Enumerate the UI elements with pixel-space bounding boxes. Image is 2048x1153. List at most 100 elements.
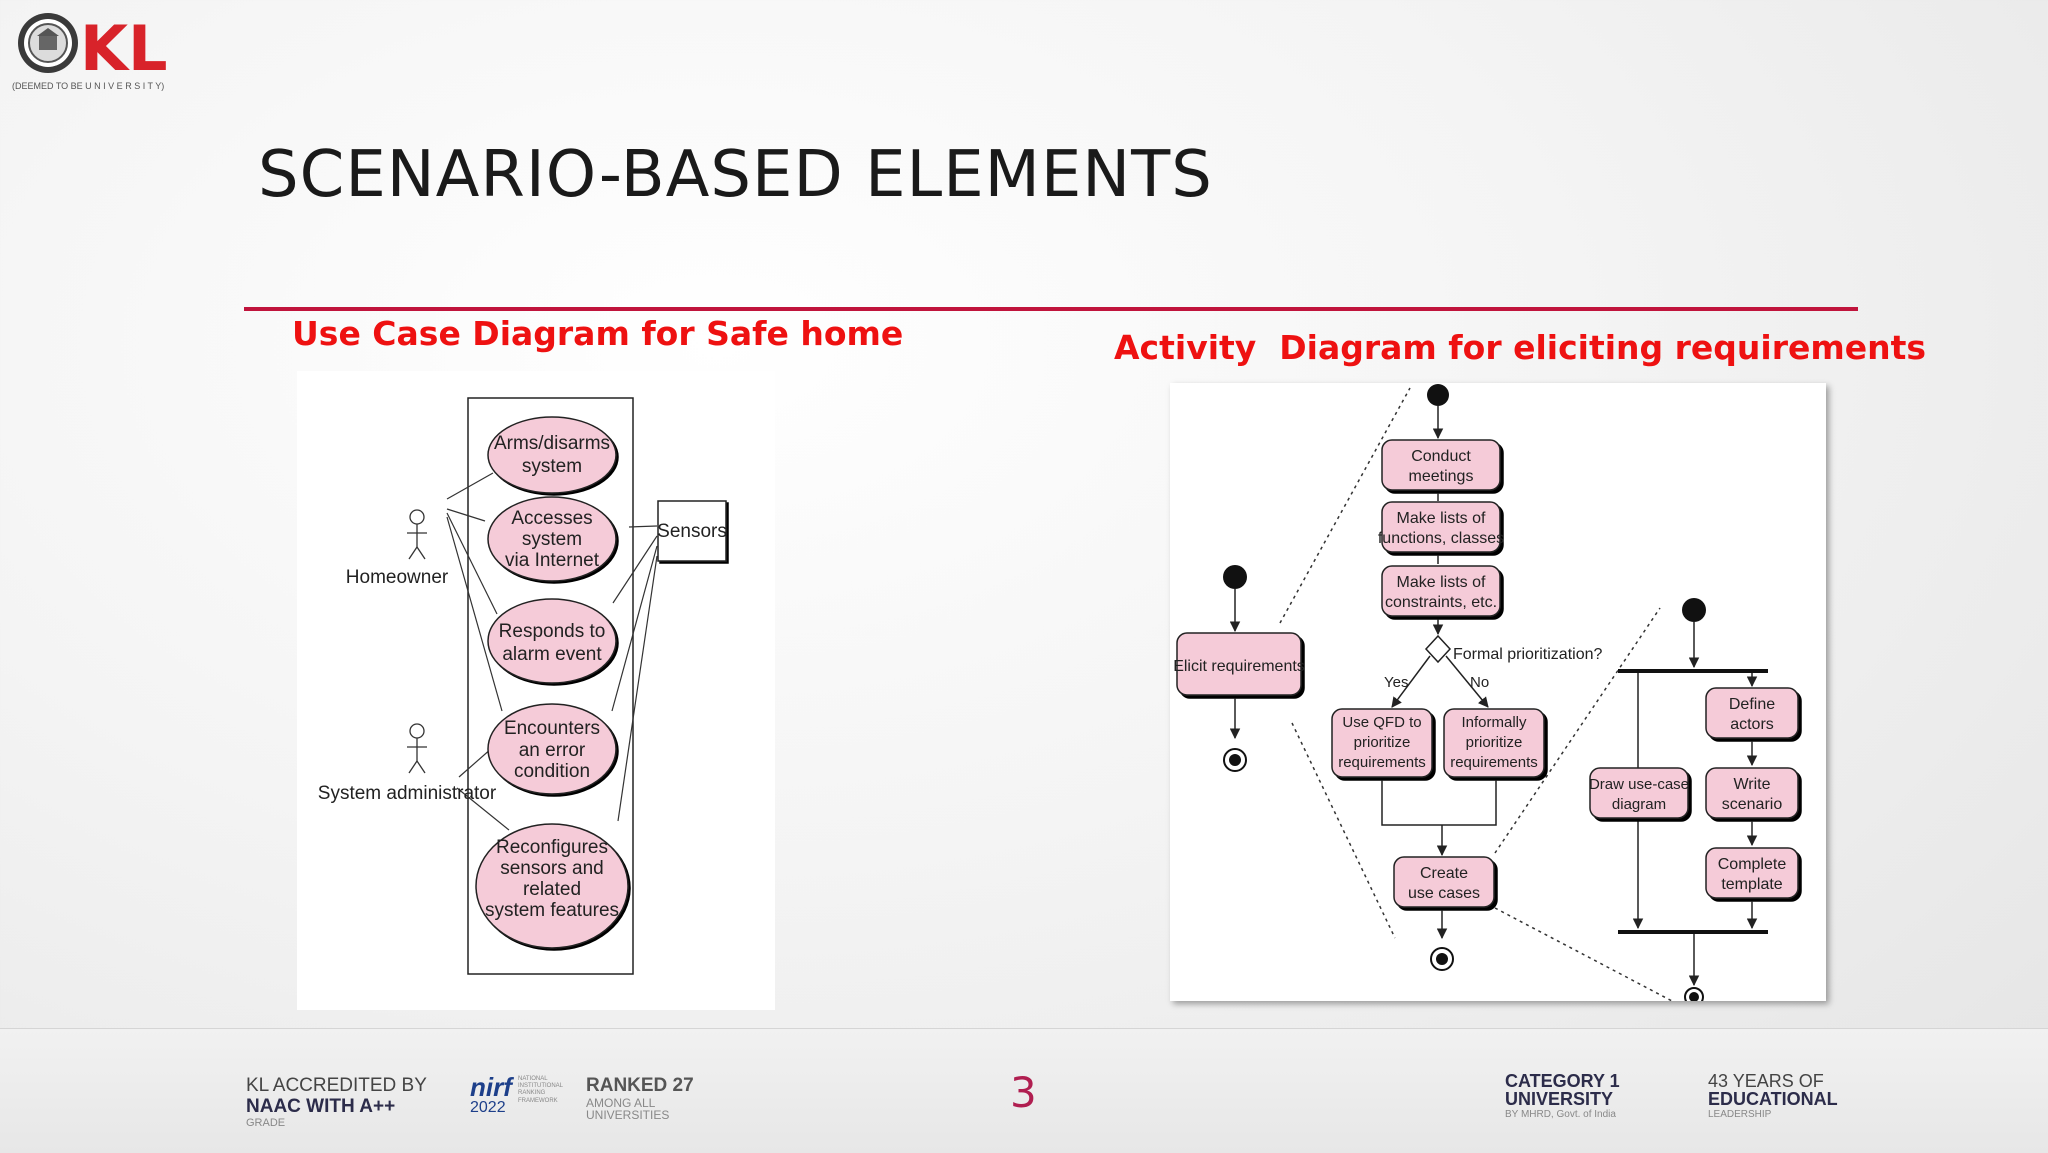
- svg-text:sensors and: sensors and: [500, 858, 604, 879]
- svg-text:actors: actors: [1730, 716, 1774, 733]
- category-line3: BY MHRD, Govt. of India: [1505, 1109, 1616, 1120]
- logo-wordmark: KL: [80, 12, 168, 85]
- use-case-encounters-error: Encounters an error condition: [487, 703, 617, 795]
- years-badge: 43 YEARS OF EDUCATIONAL LEADERSHIP: [1708, 1072, 1858, 1120]
- page-number: 3: [1010, 1068, 1037, 1117]
- title-divider: [244, 307, 1858, 311]
- naac-line1: KL ACCREDITED BY: [246, 1075, 427, 1096]
- nirf-framework-text: NATIONAL INSTITUTIONAL RANKING FRAMEWORK: [518, 1076, 563, 1104]
- svg-text:Create: Create: [1420, 865, 1468, 882]
- category-line2: UNIVERSITY: [1505, 1089, 1614, 1109]
- sensors-box: [657, 500, 727, 562]
- svg-text:template: template: [1721, 876, 1782, 893]
- node-qfd-prioritize: Use QFD to prioritize requirements: [1331, 708, 1433, 778]
- use-case-responds-alarm: Responds to alarm event: [487, 598, 617, 684]
- svg-text:Accesses: Accesses: [511, 508, 592, 529]
- footer-bar: [0, 1028, 2048, 1153]
- activity-caption: Activity Diagram for eliciting requireme…: [1114, 328, 1927, 367]
- node-create-use-cases: Create use cases: [1393, 856, 1495, 908]
- years-line1: 43 YEARS OF: [1708, 1071, 1824, 1091]
- svg-text:via Internet: via Internet: [505, 550, 600, 571]
- svg-text:system: system: [522, 456, 582, 477]
- svg-text:alarm event: alarm event: [502, 644, 602, 665]
- slide-title: SCENARIO-BASED ELEMENTS: [258, 138, 1213, 212]
- decision-label: Formal prioritization?: [1453, 646, 1602, 663]
- svg-text:Make lists of: Make lists of: [1397, 510, 1486, 527]
- svg-text:Elicit requirements: Elicit requirements: [1173, 658, 1305, 675]
- svg-text:prioritize: prioritize: [1354, 734, 1411, 751]
- svg-text:Make lists of: Make lists of: [1397, 574, 1486, 591]
- svg-text:Write: Write: [1733, 776, 1770, 793]
- zoom-lines: [1279, 387, 1673, 1001]
- svg-text:an error: an error: [519, 740, 586, 761]
- node-define-actors: Define actors: [1705, 687, 1799, 739]
- node-informal-prioritize: Informally prioritize requirements: [1443, 708, 1545, 778]
- node-draw-use-case: Draw use-case diagram: [1589, 767, 1689, 819]
- right-initial-node: [1682, 598, 1706, 622]
- svg-text:meetings: meetings: [1409, 468, 1474, 485]
- svg-text:scenario: scenario: [1722, 796, 1783, 813]
- actor-admin-icon: [407, 723, 427, 774]
- join-bar: [1618, 930, 1768, 934]
- actor-homeowner-icon: [407, 509, 427, 560]
- node-lists-constraints: Make lists of constraints, etc.: [1381, 565, 1501, 617]
- nirf-line1: RANKED 27: [586, 1075, 694, 1096]
- svg-text:Arms/disarms: Arms/disarms: [494, 433, 610, 454]
- svg-text:functions, classes: functions, classes: [1378, 530, 1504, 547]
- activity-diagram: Elicit requirements Conduct meetings Mak…: [1170, 383, 1826, 1001]
- category-line1: CATEGORY 1: [1505, 1071, 1620, 1091]
- naac-badge: KL ACCREDITED BY NAAC WITH A++ GRADE: [246, 1076, 456, 1129]
- svg-text:constraints, etc.: constraints, etc.: [1385, 594, 1497, 611]
- nirf-logo: nirf: [470, 1072, 512, 1102]
- svg-text:use cases: use cases: [1408, 885, 1480, 902]
- sensors-label: Sensors: [657, 521, 727, 542]
- naac-line2: NAAC WITH A++: [246, 1096, 396, 1117]
- svg-text:Use QFD to: Use QFD to: [1342, 714, 1421, 731]
- nirf-line3: UNIVERSITIES: [586, 1108, 670, 1122]
- svg-text:related: related: [523, 879, 581, 900]
- use-case-arms-disarms: Arms/disarms system: [487, 416, 617, 494]
- svg-text:condition: condition: [514, 761, 590, 782]
- svg-text:Encounters: Encounters: [504, 718, 600, 739]
- nirf-line2: AMONG ALL: [586, 1096, 656, 1110]
- mid-initial-node: [1427, 384, 1449, 406]
- node-write-scenario: Write scenario: [1705, 767, 1799, 819]
- system-boundary: [467, 397, 634, 975]
- node-lists-functions: Make lists of functions, classes: [1378, 501, 1504, 553]
- years-line2: EDUCATIONAL: [1708, 1089, 1838, 1109]
- use-case-reconfigures: Reconfigures sensors and related system …: [475, 823, 629, 949]
- use-case-caption: Use Case Diagram for Safe home: [292, 314, 904, 353]
- use-case-diagram: Homeowner System administrator Sensors A…: [297, 371, 775, 1010]
- svg-text:requirements: requirements: [1338, 754, 1426, 771]
- svg-text:Conduct: Conduct: [1411, 448, 1471, 465]
- university-logo: KL (DEEMED TO BE U N I V E R S I T Y): [12, 6, 222, 96]
- gear-emblem-icon: [18, 13, 78, 73]
- node-complete-template: Complete template: [1705, 847, 1799, 899]
- logo-tagline: (DEEMED TO BE U N I V E R S I T Y): [12, 81, 164, 91]
- svg-text:Informally: Informally: [1461, 714, 1527, 731]
- category-badge: CATEGORY 1 UNIVERSITY BY MHRD, Govt. of …: [1505, 1072, 1655, 1120]
- guard-yes: Yes: [1384, 674, 1408, 691]
- svg-text:prioritize: prioritize: [1466, 734, 1523, 751]
- svg-text:Reconfigures: Reconfigures: [496, 837, 608, 858]
- nirf-year: 2022: [470, 1099, 506, 1116]
- actor-homeowner-label: Homeowner: [346, 567, 449, 588]
- svg-text:Responds to: Responds to: [499, 621, 606, 642]
- svg-text:system features: system features: [485, 900, 619, 921]
- use-case-accesses-system: Accesses system via Internet: [487, 496, 617, 582]
- years-line3: LEADERSHIP: [1708, 1109, 1772, 1120]
- left-initial-node: [1223, 565, 1247, 589]
- decision-diamond: [1424, 634, 1452, 664]
- naac-line3: GRADE: [246, 1117, 286, 1129]
- svg-text:requirements: requirements: [1450, 754, 1538, 771]
- svg-text:Draw use-case: Draw use-case: [1589, 776, 1689, 793]
- node-conduct-meetings: Conduct meetings: [1381, 439, 1501, 491]
- actor-admin-label: System administrator: [318, 783, 497, 804]
- guard-no: No: [1470, 674, 1489, 691]
- svg-text:Complete: Complete: [1718, 856, 1787, 873]
- fork-bar: [1618, 669, 1768, 673]
- svg-text:system: system: [522, 529, 582, 550]
- node-elicit-requirements: Elicit requirements: [1173, 632, 1305, 696]
- svg-text:diagram: diagram: [1612, 796, 1666, 813]
- svg-text:Define: Define: [1729, 696, 1775, 713]
